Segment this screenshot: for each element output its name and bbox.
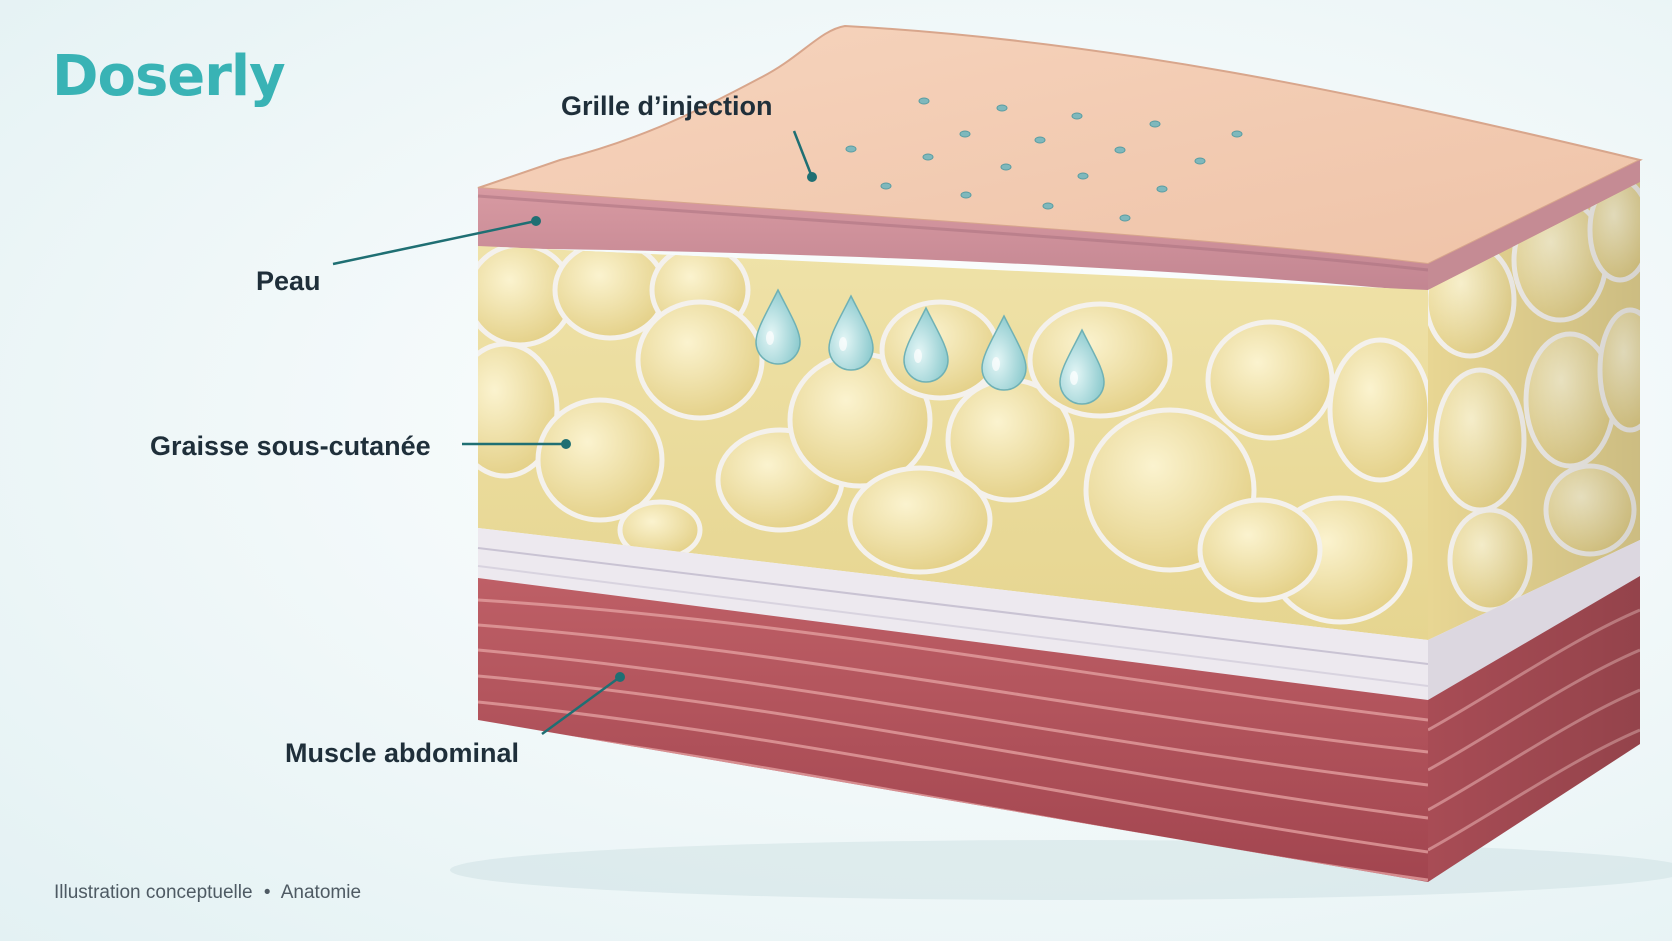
- footer-caption-text: Illustration conceptuelle: [54, 882, 253, 903]
- label-skin: Peau: [256, 266, 321, 296]
- footer-category: Anatomie: [280, 882, 362, 903]
- leader-muscle: [541, 675, 621, 736]
- footer-caption: Illustration conceptuelle • Anatomie: [54, 882, 361, 904]
- brand-logo: Doserly: [52, 44, 286, 109]
- footer-separator: •: [263, 882, 271, 903]
- label-subcutaneous-fat: Graisse sous-cutanée: [150, 431, 431, 461]
- leader-skin: [332, 219, 537, 266]
- label-injection-grid: Grille d’injection: [561, 91, 773, 121]
- leader-injection-grid: [792, 130, 814, 178]
- label-abdominal-muscle: Muscle abdominal: [285, 738, 520, 768]
